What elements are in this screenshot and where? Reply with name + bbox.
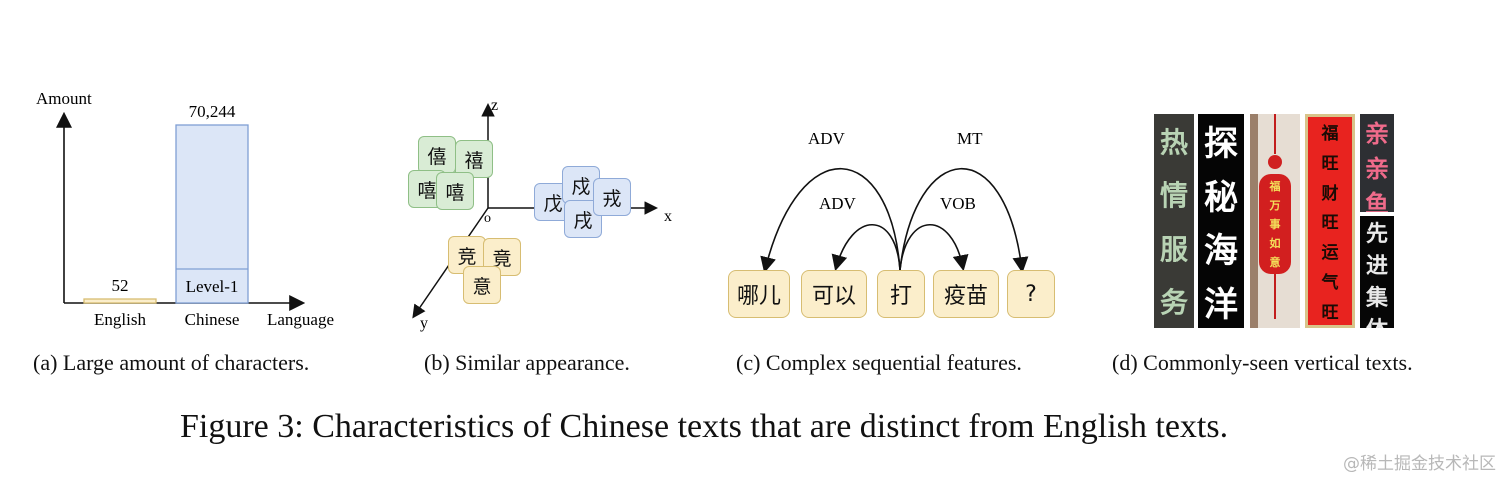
caption-a: (a) Large amount of characters. <box>33 350 310 375</box>
sign-photo: 热情服务 <box>1154 114 1194 328</box>
sign-char: 亲 <box>1365 155 1389 183</box>
token: 疫苗 <box>933 270 999 318</box>
char-tile-yellow: 意 <box>463 266 501 304</box>
origin-label: o <box>484 211 491 226</box>
char-tile-blue: 戎 <box>593 178 631 216</box>
sign-char: 福 <box>1321 124 1339 145</box>
data-label: 70,244 <box>189 102 236 121</box>
sign-char: 万 <box>1269 198 1281 212</box>
watermark: @稀土掘金技术社区 <box>1343 454 1496 474</box>
sign-char: 旺 <box>1321 213 1339 234</box>
figure-caption: Figure 3: Characteristics of Chinese tex… <box>180 408 1229 445</box>
arc-label-vob: VOB <box>940 194 976 213</box>
sign-char: 集 <box>1365 286 1388 311</box>
token: ? <box>1007 270 1055 318</box>
arc-label-adv-outer: ADV <box>808 129 846 148</box>
token: 哪儿 <box>728 270 790 318</box>
panel-b-diagram: z x y o 僖 禧 嘻 嘻 戊 戍 戌 戎 竞 竟 意 <box>400 90 690 340</box>
bar-chinese <box>175 124 249 304</box>
sign-char: 旺 <box>1321 154 1339 175</box>
sign-char: 鱼 <box>1365 190 1389 212</box>
sign-photo: 先进集体 <box>1360 216 1394 328</box>
sign-char: 亲 <box>1365 120 1389 148</box>
arc-label-mt: MT <box>957 129 983 148</box>
sign-char: 情 <box>1159 179 1188 213</box>
sign-char: 探 <box>1204 124 1238 165</box>
sign-char: 福 <box>1269 179 1281 193</box>
token: 可以 <box>801 270 867 318</box>
category-label: Chinese <box>185 310 240 329</box>
level-1-label: Level-1 <box>186 277 239 296</box>
caption-c: (c) Complex sequential features. <box>736 350 1022 375</box>
sign-char: 意 <box>1269 256 1281 270</box>
dependency-arcs: ADV MT ADV VOB <box>760 129 1029 274</box>
axis-z-label: z <box>491 97 498 114</box>
sign-char: 务 <box>1159 286 1188 320</box>
sign-char: 气 <box>1321 272 1339 293</box>
sign-char: 热 <box>1159 125 1188 159</box>
sign-char: 服 <box>1159 232 1188 266</box>
char-tile-green: 嘻 <box>436 172 474 210</box>
category-label: English <box>94 310 146 329</box>
bar-english <box>83 298 157 304</box>
sign-photo: 福旺财旺运气旺 <box>1305 114 1355 328</box>
token: 打 <box>877 270 925 318</box>
sign-photo: 福万事如意 <box>1250 114 1300 328</box>
sign-char: 体 <box>1366 312 1388 328</box>
knot-ornament <box>1250 114 1291 328</box>
sign-char: 运 <box>1321 243 1339 264</box>
x-axis-label: Language <box>267 310 334 329</box>
panel-c-diagram: ADV MT ADV VOB 哪儿 可以 打 疫苗 ? <box>720 110 1080 340</box>
sign-char: 海 <box>1204 231 1238 272</box>
axis-x-label: x <box>664 208 672 225</box>
char-tile-green: 禧 <box>455 140 493 178</box>
sign-photo: 探秘海洋 <box>1198 114 1244 328</box>
sign-char: 事 <box>1269 217 1281 231</box>
sign-char: 如 <box>1269 237 1281 251</box>
sign-char: 洋 <box>1204 284 1238 325</box>
y-axis-label: Amount <box>36 89 92 108</box>
char-tile-green: 僖 <box>418 136 456 174</box>
sign-char: 先 <box>1365 222 1388 247</box>
sign-char: 财 <box>1321 183 1339 204</box>
data-label: 52 <box>112 276 129 295</box>
arc-label-adv-inner: ADV <box>819 194 857 213</box>
sign-char: 进 <box>1365 254 1388 279</box>
caption-d: (d) Commonly-seen vertical texts. <box>1112 350 1413 375</box>
caption-b: (b) Similar appearance. <box>424 350 630 375</box>
axis-y-label: y <box>420 315 428 332</box>
sign-photo: 亲亲鱼 <box>1360 114 1394 212</box>
sign-char: 秘 <box>1204 177 1238 218</box>
sign-char: 旺 <box>1321 302 1339 323</box>
